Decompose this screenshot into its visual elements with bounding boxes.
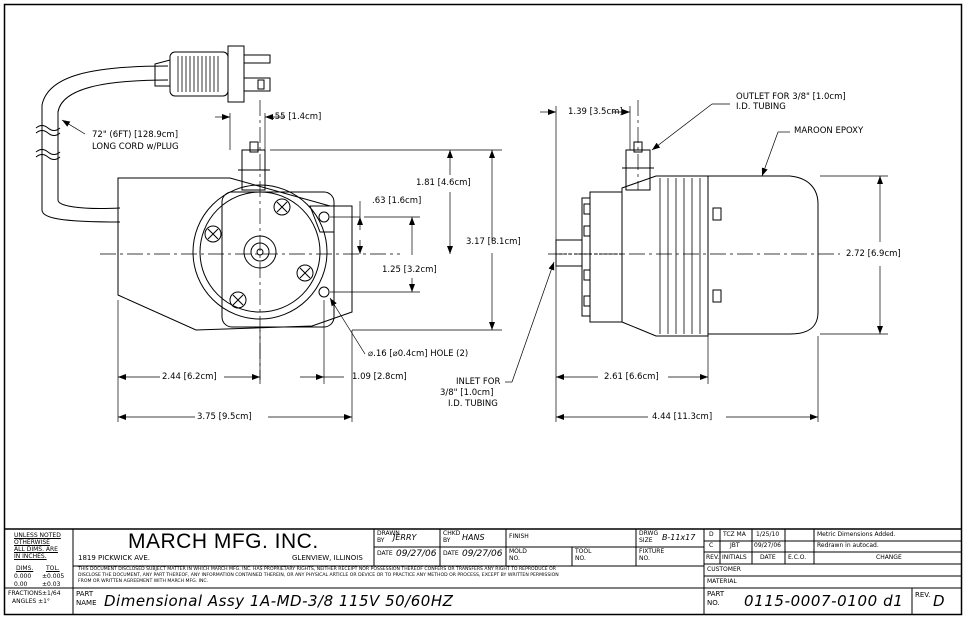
disclaimer-line2: DISCLOSE THE DOCUMENT, ANY PART THEREOF,…: [78, 573, 559, 578]
sheet-border: [3, 3, 963, 616]
dwg-size-label-2: SIZE: [639, 537, 653, 544]
chkd-date-label: DATE: [443, 550, 459, 557]
unless-noted-4: IN INCHES.: [14, 553, 47, 560]
dims-row2-value: 0.00: [14, 581, 28, 588]
dim-left-width: 2.44 [6.2cm]: [162, 372, 217, 382]
side-dimensions: [505, 103, 888, 422]
rev-header-change: CHANGE: [876, 554, 902, 561]
cord-note-line1: 72" (6FT) [128.9cm]: [92, 130, 179, 140]
material-label: MATERIAL: [707, 578, 737, 585]
dims-row1-value: 0.000: [14, 573, 32, 580]
dim-height-total: 3.17 [8.1cm]: [466, 237, 521, 247]
company-name: MARCH MFG. INC.: [128, 530, 319, 553]
epoxy-note: MAROON EPOXY: [794, 126, 864, 136]
finish-label: FINISH: [509, 533, 529, 540]
drawn-date: 09/27/06: [396, 549, 437, 559]
dims-header: DIMS.: [16, 565, 34, 572]
dims-row1-tol: ±0.005: [42, 573, 65, 580]
tool-label-1: TOOL: [575, 548, 592, 555]
dim-hole-offset: .63 [1.6cm]: [372, 196, 422, 206]
part-no-label-1: PART: [707, 590, 725, 598]
part-number: 0115-0007-0100 d1: [744, 592, 904, 610]
rev-row1-rev: D: [709, 531, 714, 538]
dim-side-offset: 1.39 [3.5cm]: [568, 107, 623, 117]
fixture-label-1: FIXTURE: [639, 548, 665, 555]
rev-label: REV.: [915, 591, 931, 599]
drawn-by-label-2: BY: [377, 537, 385, 544]
company-city: GLENVIEW, ILLINOIS: [292, 554, 363, 562]
title-block-grid: [4, 528, 962, 614]
tool-label-2: NO.: [575, 555, 586, 562]
angles-tolerance: ANGLES ±1°: [12, 598, 50, 605]
cord-note-line2: LONG CORD w/PLUG: [92, 142, 179, 152]
drawn-by-label-1: DRAWN: [377, 530, 400, 537]
rev-value: D: [933, 592, 945, 610]
dim-side-inlet: 2.61 [6.6cm]: [604, 372, 659, 382]
part-name-label-1: PART: [76, 590, 94, 598]
inlet-note-line2: 3/8" [1.0cm]: [440, 388, 494, 398]
chkd-by: HANS: [462, 533, 485, 542]
front-view: [35, 45, 353, 331]
dim-hole-note: ⌀.16 [⌀0.4cm] HOLE (2): [368, 349, 469, 359]
chkd-date: 09/27/06: [462, 549, 503, 559]
unless-noted-2: OTHERWISE: [14, 539, 50, 546]
part-name-label-2: NAME: [76, 599, 97, 607]
rev-header-eco: E.C.O.: [788, 554, 807, 561]
front-dimensions: [61, 113, 502, 422]
rev-row2-initials: JBT: [730, 542, 740, 549]
dwg-size-label-1: DRWG: [639, 530, 659, 537]
mold-label-2: NO.: [509, 555, 520, 562]
unless-noted-1: UNLESS NOTED: [14, 532, 61, 539]
part-name: Dimensional Assy 1A-MD-3/8 115V 50/60HZ: [104, 592, 454, 610]
inlet-note-line3: I.D. TUBING: [448, 399, 498, 409]
tol-header: TOL.: [46, 565, 60, 572]
outlet-note-line2: I.D. TUBING: [736, 102, 786, 112]
disclaimer-line1: THIS DOCUMENT DISCLOSED SUBJECT MATTER I…: [78, 567, 556, 572]
rev-row1-date: 1/25/10: [756, 531, 780, 538]
mold-label-1: MOLD: [509, 548, 527, 555]
dim-side-height: 2.72 [6.9cm]: [846, 249, 901, 259]
chkd-by-label-1: CHKD: [443, 530, 461, 537]
rev-header-rev: REV.: [706, 554, 720, 561]
rev-header-initials: INITIALS: [722, 554, 747, 561]
drawn-by: JERRY: [393, 533, 417, 542]
fractions-tolerance: FRACTIONS±1/64: [8, 590, 61, 597]
rev-row1-initials: TCZ MA: [723, 531, 746, 538]
fixture-label-2: NO.: [639, 555, 650, 562]
side-view: [555, 141, 819, 337]
rev-row2-date: 09/27/06: [754, 542, 781, 549]
dim-side-total: 4.44 [11.3cm]: [652, 412, 713, 422]
dim-total-width: 3.75 [9.5cm]: [197, 412, 252, 422]
rev-row2-rev: C: [709, 542, 714, 549]
dwg-size: B-11x17: [662, 533, 696, 542]
outlet-note-line1: OUTLET FOR 3/8" [1.0cm]: [736, 92, 846, 102]
chkd-by-label-2: BY: [443, 537, 451, 544]
dim-height-upper: 1.81 [4.6cm]: [416, 178, 471, 188]
rev-header-date: DATE: [760, 554, 776, 561]
company-address: 1819 PICKWICK AVE.: [78, 554, 151, 562]
dim-top-offset: .55 [1.4cm]: [272, 112, 322, 122]
drawn-date-label: DATE: [377, 550, 393, 557]
inlet-note-line1: INLET FOR: [456, 377, 501, 387]
dim-hole-spacing: 1.25 [3.2cm]: [382, 265, 437, 275]
part-no-label-2: NO.: [707, 599, 720, 607]
unless-noted-3: ALL DIMS. ARE: [14, 546, 58, 553]
rev-row2-change: Redrawn in autocad.: [817, 542, 879, 549]
dim-right-width: 1.09 [2.8cm]: [352, 372, 407, 382]
dims-row2-tol: ±0.03: [42, 581, 61, 588]
customer-label: CUSTOMER: [707, 566, 741, 573]
disclaimer-line3: FROM OR WRITTEN AGREEMENT WITH MARCH MFG…: [78, 579, 209, 584]
rev-row1-change: Metric Dimensions Added.: [817, 531, 896, 538]
